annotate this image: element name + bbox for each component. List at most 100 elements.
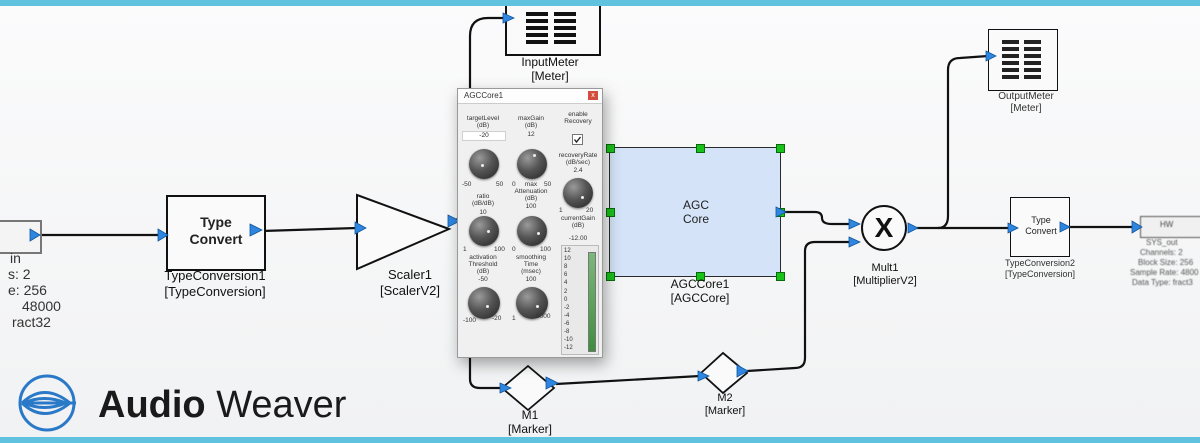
- input-block-data-type: ract32: [12, 314, 51, 330]
- mult1-name: Mult1: [871, 262, 899, 274]
- selection-handle[interactable]: [606, 208, 615, 217]
- max-attenuation-min: 0: [512, 246, 516, 253]
- activation-threshold-value[interactable]: -50: [478, 276, 488, 283]
- meter-scale-tick: -2: [564, 304, 570, 311]
- output-meter-block[interactable]: [988, 29, 1058, 91]
- input-block-label: in: [10, 250, 21, 266]
- max-gain-label: maxGain: [517, 115, 544, 122]
- signal-wires: [40, 16, 1140, 390]
- smoothing-time-max: 5000: [536, 313, 551, 320]
- enable-recovery-label2: Recovery: [564, 118, 592, 125]
- agc-core1-block[interactable]: [609, 147, 781, 277]
- target-level-knob[interactable]: [469, 149, 499, 179]
- max-attenuation-max: 100: [540, 246, 551, 253]
- ratio-label: ratio: [476, 193, 490, 200]
- selection-handle[interactable]: [696, 272, 705, 281]
- smoothing-time-value[interactable]: 100: [525, 276, 537, 283]
- hw-output-data-type: Data Type: fract3: [1132, 278, 1193, 287]
- scaler1-name: Scaler1: [387, 267, 433, 282]
- max-gain-min: 0: [512, 181, 516, 188]
- max-attenuation-unit: (dB): [524, 195, 538, 202]
- target-level-min: -50: [462, 181, 472, 188]
- smoothing-time-min: 1: [512, 315, 516, 322]
- type-conversion1-block[interactable]: [166, 195, 266, 271]
- selection-handle[interactable]: [776, 144, 785, 153]
- selection-handle[interactable]: [696, 144, 705, 153]
- max-attenuation-value[interactable]: 100: [525, 203, 537, 210]
- audio-weaver-logo-icon: [18, 374, 76, 432]
- output-meter-name: OutputMeter: [998, 91, 1054, 102]
- m1-name: M1: [521, 408, 539, 422]
- enable-recovery-checkbox[interactable]: [572, 134, 583, 145]
- agc-core-control-panel[interactable]: AGCCore1 x targetLevel (dB) -20 -50 50 r…: [457, 88, 603, 358]
- type-conversion1-inner-line1: Type: [200, 214, 232, 230]
- recovery-rate-knob[interactable]: [563, 178, 593, 208]
- ratio-unit: (dB/dB): [471, 200, 495, 207]
- scaler1-type: [ScalerV2]: [380, 283, 440, 298]
- recovery-rate-min: 1: [559, 207, 563, 214]
- hw-output-block-size: Block Size: 256: [1138, 258, 1194, 267]
- ratio-min: 1: [463, 246, 467, 253]
- agc-core1-type: [AGCCore]: [670, 291, 730, 305]
- meter-scale-tick: 10: [564, 256, 571, 263]
- max-gain-knob[interactable]: [517, 149, 547, 179]
- selection-handle[interactable]: [776, 272, 785, 281]
- input-meter-block[interactable]: [505, 6, 601, 56]
- meter-scale-tick: 4: [564, 280, 568, 287]
- smoothing-time-knob[interactable]: [516, 287, 548, 319]
- activation-threshold-knob[interactable]: [468, 287, 500, 319]
- type-conversion2-type: [TypeConversion]: [1004, 269, 1076, 279]
- selection-handle[interactable]: [606, 144, 615, 153]
- bottom-accent-border: [0, 437, 1200, 443]
- ratio-max: 100: [494, 246, 505, 253]
- mult1-block[interactable]: X: [848, 202, 920, 254]
- activation-threshold-label2: Threshold: [468, 261, 498, 268]
- agc-core1-inner-line1: AGC: [682, 198, 709, 212]
- hw-output-tag: HW: [1160, 220, 1174, 229]
- max-attenuation-label1: max: [524, 181, 538, 188]
- brand-name-light: Weaver: [216, 384, 347, 426]
- ratio-value[interactable]: 10: [479, 209, 487, 216]
- mult1-type: [MultiplierV2]: [853, 275, 917, 287]
- multiply-icon: X: [875, 212, 894, 243]
- panel-title: AGCCore1: [464, 91, 504, 100]
- current-gain-unit: (dB): [571, 222, 585, 229]
- recovery-rate-unit: (dB/sec): [565, 159, 591, 166]
- max-gain-value[interactable]: 12: [527, 131, 535, 138]
- agc-core1-inner-line2: Core: [682, 212, 709, 226]
- smoothing-time-label2: Time: [523, 261, 539, 268]
- smoothing-time-label1: smoothing: [516, 254, 546, 261]
- target-level-value[interactable]: -20: [462, 131, 506, 141]
- input-meter-name: InputMeter: [521, 55, 579, 69]
- m2-type: [Marker]: [704, 405, 746, 417]
- m1-marker-block[interactable]: [500, 364, 560, 414]
- meter-scale-tick: -12: [564, 345, 573, 352]
- brand-name-bold: Audio: [98, 384, 206, 426]
- meter-scale-tick: -10: [564, 337, 573, 344]
- panel-titlebar[interactable]: AGCCore1 x: [458, 89, 602, 104]
- panel-close-button[interactable]: x: [588, 91, 598, 100]
- enable-recovery-label1: enable: [568, 111, 588, 118]
- type-conversion1-name: TypeConversion1: [164, 268, 266, 283]
- recovery-rate-label: recoveryRate: [558, 152, 598, 159]
- m2-name: M2: [717, 392, 733, 404]
- meter-scale-tick: 2: [564, 288, 568, 295]
- target-level-max: 50: [496, 181, 504, 188]
- ratio-knob[interactable]: [469, 216, 499, 246]
- meter-scale-tick: 12: [564, 248, 571, 254]
- agc-core1-name: AGCCore1: [670, 277, 730, 291]
- input-block-sample-rate: 48000: [22, 298, 61, 314]
- selection-handle[interactable]: [606, 272, 615, 281]
- meter-scale-tick: -8: [564, 329, 570, 335]
- recovery-rate-value[interactable]: 2.4: [573, 167, 583, 174]
- max-attenuation-label2: Attenuation: [514, 188, 548, 195]
- max-attenuation-knob[interactable]: [517, 216, 547, 246]
- top-accent-border: [0, 0, 1200, 6]
- block-diagram-canvas[interactable]: in s: 2 e: 256 48000 ract32 Type Convert…: [0, 6, 1200, 437]
- target-level-label: targetLevel: [466, 115, 500, 122]
- hw-output-channels: Channels: 2: [1140, 248, 1183, 257]
- brand-wordmark: Audio Weaver: [98, 384, 346, 427]
- meter-scale-tick: 8: [564, 264, 568, 271]
- port-arrows: [29, 12, 1143, 394]
